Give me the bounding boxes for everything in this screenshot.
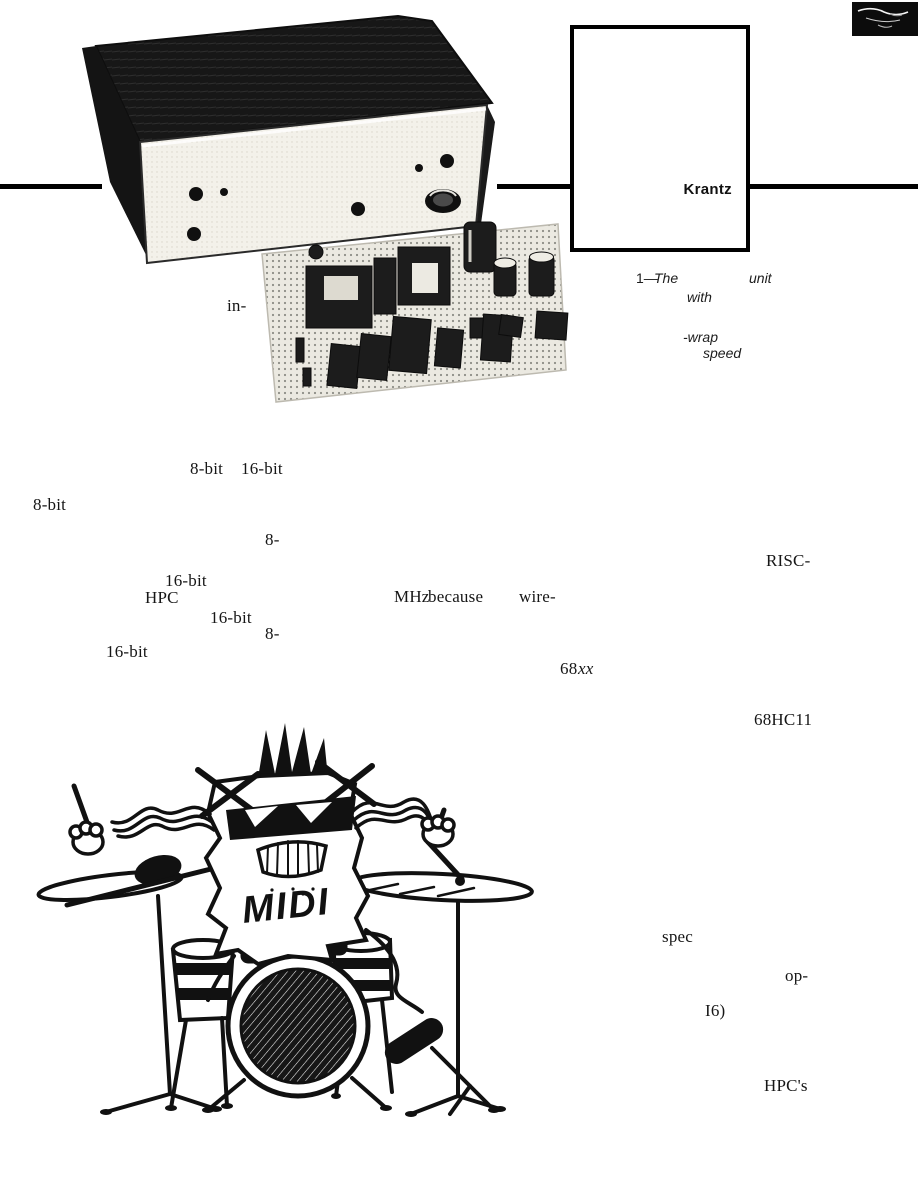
enclosure-lid	[94, 14, 494, 144]
cymbal-stand-left	[104, 894, 218, 1114]
cymbal-left	[36, 855, 184, 903]
glove-left	[68, 783, 105, 856]
enclosure-left-side	[82, 46, 150, 263]
text-fragment: 68	[560, 659, 578, 678]
text-fragment: 8-	[265, 530, 280, 549]
photo-credit: Krantz	[683, 181, 732, 198]
text-fragment: 8-bit	[33, 495, 67, 514]
midi-drummer-cartoon: MIDI	[36, 723, 534, 1117]
caption-word: -wrap	[683, 329, 719, 345]
text-fragment: 16-bit	[210, 608, 252, 627]
thumbnail-background	[852, 2, 918, 36]
horizontal-rule-right	[748, 184, 918, 189]
wire-ribbon-left	[206, 954, 236, 1002]
enclosure	[82, 14, 495, 265]
photo-wire-wrap-board	[261, 221, 569, 403]
caption-word: with	[687, 289, 712, 305]
text-fragment: 16-bit	[106, 642, 148, 661]
corner-photo-thumbnail	[852, 2, 918, 36]
text-fragment: 16-bit	[165, 571, 207, 590]
photo-prototype-unit	[82, 14, 495, 265]
text-fragment: wire-	[519, 587, 556, 606]
electrolytic-capacitor	[463, 221, 497, 273]
mohawk-hair	[258, 723, 328, 778]
text-fragment: in-	[227, 296, 247, 315]
cymbal-right	[350, 871, 534, 903]
caption-word: speed	[703, 345, 742, 361]
floor-tom-left	[169, 938, 236, 1110]
figure-placeholder-box: Krantz	[570, 25, 750, 252]
text-fragment: xx	[578, 659, 594, 678]
caption-figure-number: 1—	[636, 270, 658, 286]
text-fragment: I6)	[705, 1001, 726, 1020]
microphone	[384, 1018, 496, 1116]
freckles	[270, 887, 315, 896]
text-fragment: spec	[662, 927, 694, 946]
text-fragment: op-	[785, 966, 809, 985]
text-fragment: 16-bit	[241, 459, 283, 478]
text-fragment: HPC	[145, 588, 179, 607]
text-fragment: 8-bit	[190, 459, 224, 478]
text-fragment: RISC-	[766, 551, 811, 570]
caption-word: The	[654, 270, 679, 286]
gritted-teeth-mouth	[255, 840, 329, 879]
text-fragment: HPC's	[764, 1076, 808, 1095]
text-fragment: 8-	[265, 624, 280, 643]
glove-right	[420, 807, 465, 882]
arm-right	[350, 797, 436, 838]
wire-ribbon-right	[364, 928, 424, 1014]
midi-label: MIDI	[240, 881, 332, 932]
cymbal-stand-right	[409, 898, 502, 1116]
caption-word: unit	[749, 270, 772, 286]
drumstick-right	[425, 839, 465, 882]
panel-connectors	[187, 154, 461, 241]
horizontal-rule-middle	[497, 184, 572, 189]
dip-ic	[373, 257, 397, 315]
arm-left	[110, 805, 216, 839]
chip-character: MIDI	[195, 723, 377, 967]
text-fragment: MHz	[394, 587, 430, 606]
board-components	[295, 221, 569, 390]
stand-feet	[100, 1093, 506, 1117]
text-fragment: because	[428, 587, 484, 606]
text-fragment: 68HC11	[754, 710, 813, 729]
horizontal-rule-left	[0, 184, 102, 189]
